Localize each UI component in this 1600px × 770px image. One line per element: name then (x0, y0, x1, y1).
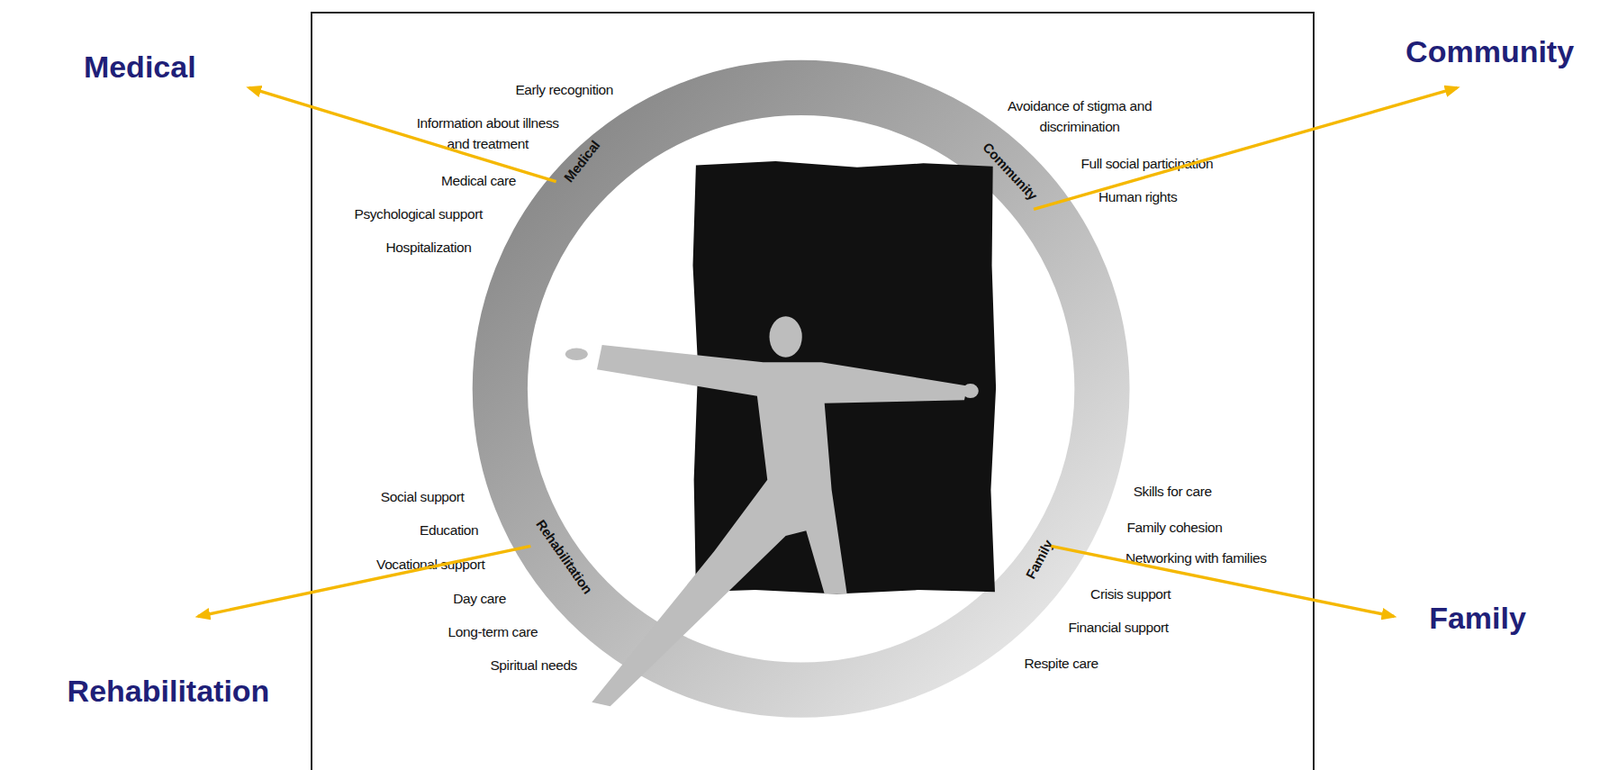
service-item: Hospitalization (386, 237, 472, 258)
service-item: Early recognition (515, 79, 614, 100)
service-item: Family cohesion (1126, 517, 1222, 538)
service-item: Psychological support (353, 204, 482, 225)
figure-hand (962, 383, 979, 398)
service-item: Avoidance of stigma and discrimination (1003, 96, 1157, 137)
frame (311, 12, 1314, 770)
human-figure (591, 344, 968, 706)
service-item: Respite care (1024, 652, 1099, 673)
leader-arrow (1050, 545, 1394, 616)
service-item: Spiritual needs (489, 655, 578, 676)
service-item: Networking with families (1125, 548, 1267, 569)
figure-head (769, 316, 803, 357)
service-item: Long-term care (448, 621, 539, 642)
service-item: Information about illness and treatment (411, 113, 565, 154)
service-item: Day care (452, 588, 507, 609)
service-item: Education (419, 520, 479, 541)
service-item: Human rights (1098, 186, 1177, 207)
service-item: Vocational support (376, 553, 485, 574)
section-heading: Community (1405, 33, 1574, 69)
figure-hand (565, 347, 588, 361)
section-heading: Rehabilitation (67, 673, 271, 709)
service-item: Skills for care (1133, 481, 1212, 502)
service-item: Crisis support (1090, 583, 1171, 604)
service-item: Medical care (441, 170, 516, 190)
service-item: Social support (380, 487, 465, 507)
service-item: Full social participation (1080, 153, 1213, 174)
section-heading: Medical (83, 48, 197, 84)
leader-arrow (249, 87, 557, 181)
section-heading: Family (1428, 599, 1527, 635)
leader-arrow (198, 545, 531, 616)
service-item: Financial support (1067, 617, 1168, 638)
